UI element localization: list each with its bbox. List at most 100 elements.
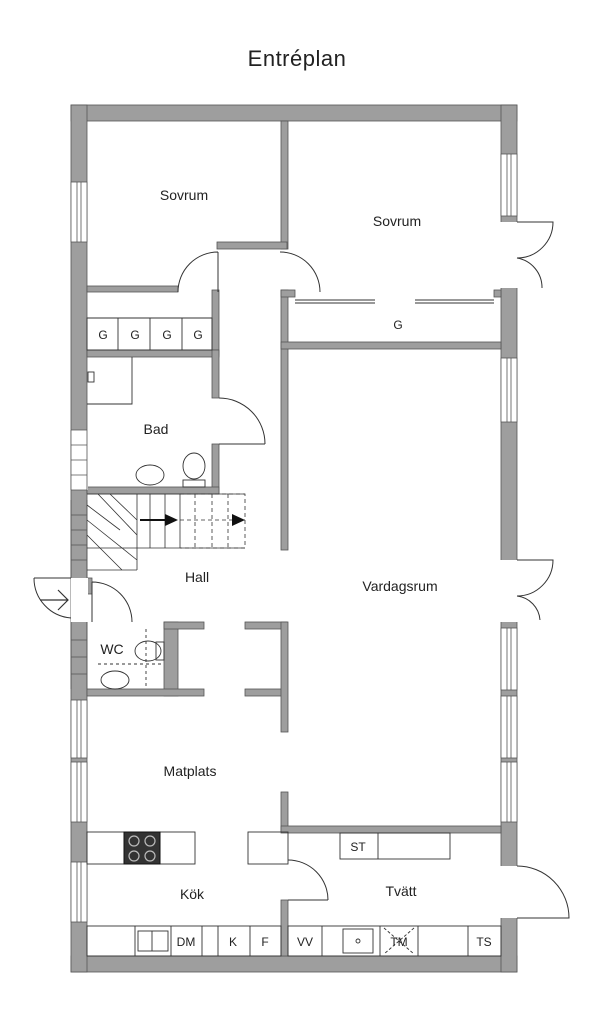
label-st: ST bbox=[350, 840, 366, 854]
window-left-1 bbox=[70, 181, 88, 243]
stair-treads bbox=[86, 493, 245, 571]
laundry-counter-top bbox=[339, 832, 451, 860]
wall-wc-right-stub bbox=[163, 621, 205, 630]
label-sovrum-1: Sovrum bbox=[160, 187, 208, 203]
label-tvatt: Tvätt bbox=[385, 883, 416, 899]
door-bedroom2 bbox=[279, 251, 321, 293]
door-wc bbox=[91, 581, 133, 623]
wall-bedroom1-stub bbox=[86, 285, 179, 293]
window-right-2 bbox=[500, 357, 518, 423]
wc-toilet-tank bbox=[155, 641, 165, 661]
window-right-5 bbox=[500, 761, 518, 823]
door-entrance bbox=[33, 577, 72, 619]
entrance-arrow-icon bbox=[40, 589, 69, 611]
wall-wc-right bbox=[163, 621, 179, 697]
label-g-1: G bbox=[98, 328, 107, 342]
wardrobe-dividers bbox=[87, 317, 212, 350]
door-laundry-outside bbox=[516, 865, 570, 919]
wall-bath-top bbox=[86, 349, 220, 358]
label-g-4: G bbox=[193, 328, 202, 342]
wc-sink-icon bbox=[100, 670, 130, 690]
plan-title: Entréplan bbox=[247, 46, 347, 71]
sliding-doors bbox=[295, 299, 494, 304]
wall-wardrobe-right bbox=[211, 289, 220, 356]
laundry-counter-bottom bbox=[287, 925, 502, 957]
label-vardagsrum: Vardagsrum bbox=[362, 578, 437, 594]
wall-laundry-top bbox=[280, 825, 502, 834]
wall-bath-right-upper bbox=[211, 349, 220, 399]
window-panes bbox=[76, 154, 512, 922]
label-g-3: G bbox=[162, 328, 171, 342]
bath-fixtures bbox=[87, 357, 206, 488]
laundry-drain bbox=[355, 938, 361, 944]
laundry-sink-icon bbox=[342, 928, 374, 954]
opening-entrance bbox=[71, 578, 88, 622]
wall-living-top bbox=[280, 341, 502, 350]
door-bath bbox=[218, 397, 266, 445]
doors bbox=[33, 221, 570, 919]
label-g-5: G bbox=[393, 318, 402, 332]
window-left-4 bbox=[70, 861, 88, 923]
window-right-1 bbox=[500, 153, 518, 217]
opening-living-balcony bbox=[500, 560, 518, 622]
wall-living-left bbox=[280, 289, 289, 551]
stove-icon bbox=[123, 831, 161, 865]
wall-bedroom2-closet-top bbox=[280, 289, 296, 298]
fixture-labels: G G G G G ST DM K F VV TM TS bbox=[98, 318, 491, 949]
staircase bbox=[86, 493, 246, 571]
wall-bedroom-divider bbox=[280, 120, 289, 250]
laundry-fixtures bbox=[287, 832, 502, 957]
laundry-tm-cross bbox=[383, 927, 415, 955]
window-pane-lines bbox=[76, 154, 512, 922]
opening-laundry-outside bbox=[500, 866, 518, 918]
outer-wall-top bbox=[70, 104, 518, 122]
door-openings bbox=[71, 222, 518, 918]
label-matplats: Matplats bbox=[164, 763, 217, 779]
wc-fixtures bbox=[98, 629, 165, 690]
wall-laundry-left-lower bbox=[280, 899, 289, 957]
wc-dashed bbox=[98, 629, 164, 689]
label-bad: Bad bbox=[144, 421, 169, 437]
door-bedroom1 bbox=[177, 251, 219, 293]
kitchen-counter-dividers bbox=[134, 926, 251, 956]
label-f: F bbox=[261, 935, 268, 949]
stair-arrow-icon bbox=[165, 514, 178, 526]
label-kok: Kök bbox=[180, 886, 205, 902]
window-left-2 bbox=[70, 699, 88, 759]
kitchen-sink-icon bbox=[137, 930, 169, 952]
label-g-2: G bbox=[130, 328, 139, 342]
stair-arrows bbox=[140, 514, 245, 526]
bath-toilet-tank bbox=[182, 479, 206, 488]
door-laundry bbox=[287, 859, 329, 901]
bath-toilet-icon bbox=[182, 452, 206, 480]
window-left-3 bbox=[70, 761, 88, 823]
wall-hatching bbox=[70, 429, 88, 689]
label-dm: DM bbox=[177, 935, 196, 949]
wall-wc-bottom bbox=[86, 688, 205, 697]
door-balcony-bedroom2 bbox=[516, 221, 554, 289]
shower-tap-icon bbox=[87, 371, 95, 383]
wall-bath-bottom bbox=[86, 486, 220, 495]
window-right-4 bbox=[500, 695, 518, 759]
wardrobes-bedroom1 bbox=[86, 317, 213, 351]
wall-bedroom2-closet-right bbox=[493, 289, 502, 298]
shower-area bbox=[87, 357, 133, 405]
outer-wall-bottom bbox=[70, 955, 518, 973]
wardrobe-bedroom2 bbox=[295, 299, 494, 304]
window-right-3 bbox=[500, 627, 518, 691]
room-labels: Sovrum Sovrum Bad Hall WC Vardagsrum Mat… bbox=[100, 187, 437, 902]
wall-bedroom1-bottom bbox=[216, 241, 288, 250]
wc-toilet-icon bbox=[134, 640, 162, 662]
stair-dashed bbox=[180, 493, 246, 549]
kitchen-counter-bottom bbox=[86, 925, 282, 957]
label-tm: TM bbox=[390, 935, 407, 949]
opening-bedroom2-balcony bbox=[500, 222, 518, 288]
label-vv: VV bbox=[297, 935, 313, 949]
wall-hall-stub-vertical bbox=[280, 621, 289, 733]
label-ts: TS bbox=[476, 935, 491, 949]
hatch-lines bbox=[70, 429, 88, 689]
stair-arrow-icon bbox=[232, 514, 245, 526]
label-sovrum-2: Sovrum bbox=[373, 213, 421, 229]
laundry-counter-dividers bbox=[321, 926, 469, 956]
